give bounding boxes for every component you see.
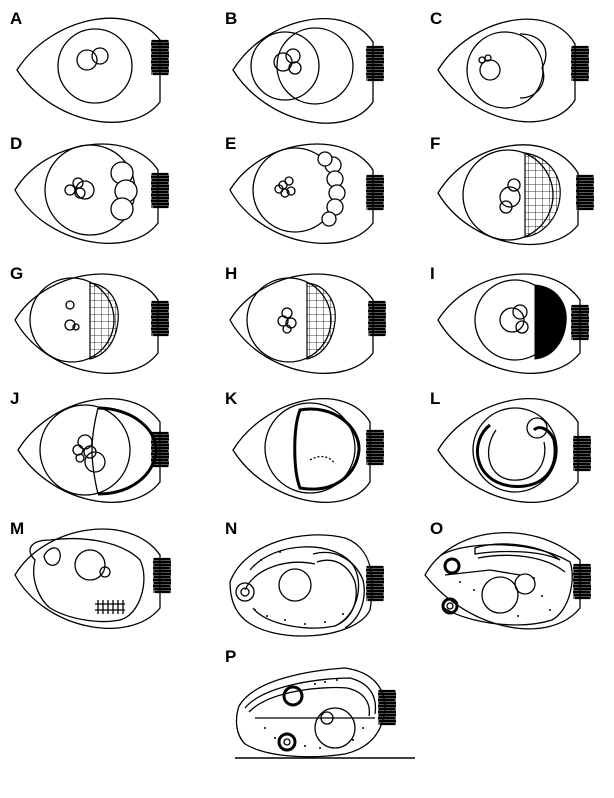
husk-icon [571,305,589,340]
husk-icon [151,173,169,208]
husk-icon [151,40,169,75]
husk-icon [573,564,591,599]
egg-drawing [10,520,210,670]
husk-icon [151,301,169,336]
egg-drawing [430,135,614,285]
husk-icon [576,175,594,210]
panel-P: P [225,648,425,798]
panel-L: L [430,390,614,540]
husk-icon [153,558,171,593]
panel-E: E [225,135,425,285]
egg-drawing [225,390,425,540]
husk-icon [366,566,384,601]
husk-icon [573,436,591,471]
egg-drawing [10,390,210,540]
husk-icon [151,432,169,467]
panel-F: F [430,135,614,285]
husk-icon [571,46,589,81]
husk-icon [378,690,396,725]
husk-icon [366,46,384,81]
egg-drawing [10,135,210,285]
husk-icon [368,301,386,336]
panel-K: K [225,390,425,540]
egg-drawing [430,520,614,670]
egg-drawing [225,135,425,285]
egg-drawing [430,390,614,540]
husk-icon [366,430,384,465]
panel-J: J [10,390,210,540]
husk-icon [366,175,384,210]
egg-drawing [225,648,425,798]
panel-D: D [10,135,210,285]
panel-O: O [430,520,614,670]
panel-M: M [10,520,210,670]
